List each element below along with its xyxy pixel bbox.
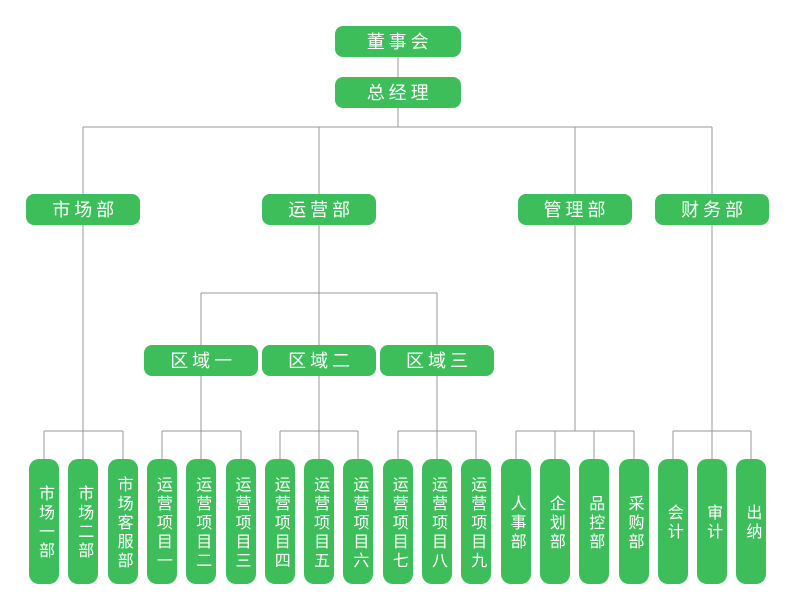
org-node-marketing-dept[interactable]: 市场部 [26,194,141,225]
org-node-marketing-div-1[interactable]: 市场一部 [29,459,59,584]
org-node-management-dept[interactable]: 管理部 [517,194,632,225]
org-node-operation-project-2[interactable]: 运营项目二 [186,459,217,584]
org-node-planning-dept[interactable]: 企划部 [539,459,570,584]
org-node-finance-dept[interactable]: 财务部 [655,194,770,225]
org-node-quality-control-dept[interactable]: 品控部 [579,459,610,584]
org-node-operation-project-6[interactable]: 运营项目六 [343,459,374,584]
org-node-operation-project-3[interactable]: 运营项目三 [225,459,256,584]
org-node-audit[interactable]: 审计 [697,459,728,584]
org-node-hr-dept[interactable]: 人事部 [500,459,531,584]
org-node-general-manager[interactable]: 总经理 [334,77,461,108]
org-node-region-2[interactable]: 区域二 [262,345,377,376]
org-node-operation-project-1[interactable]: 运营项目一 [146,459,177,584]
org-node-operation-project-8[interactable]: 运营项目八 [422,459,452,584]
org-node-operation-project-7[interactable]: 运营项目七 [382,459,413,584]
org-node-region-3[interactable]: 区域三 [380,345,494,376]
org-node-region-1[interactable]: 区域一 [144,345,259,376]
org-node-operation-project-5[interactable]: 运营项目五 [304,459,335,584]
org-node-operation-project-4[interactable]: 运营项目四 [264,459,295,584]
org-node-cashier[interactable]: 出纳 [736,459,767,584]
org-node-operation-project-9[interactable]: 运营项目九 [461,459,492,584]
org-node-board-of-directors[interactable]: 董事会 [334,26,461,57]
org-node-operations-dept[interactable]: 运营部 [262,194,377,225]
org-node-procurement-dept[interactable]: 采购部 [618,459,649,584]
org-node-marketing-customer-service-dept[interactable]: 市场客服部 [107,459,138,584]
org-node-marketing-div-2[interactable]: 市场二部 [68,459,99,584]
org-node-accounting[interactable]: 会计 [657,459,688,584]
